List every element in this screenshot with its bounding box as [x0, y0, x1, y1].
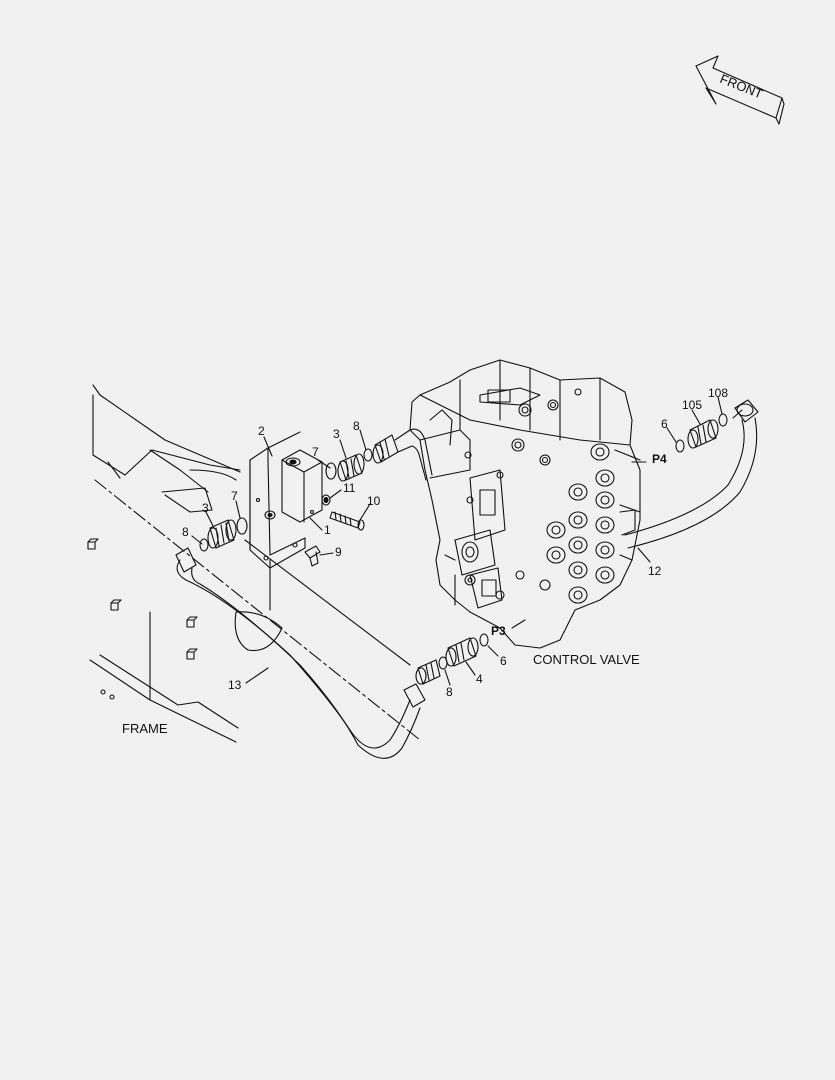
part-label-2: 2 [258, 424, 265, 438]
part-label-8: 8 [182, 525, 189, 539]
fitting-105 [687, 419, 719, 449]
control-valve [409, 359, 641, 649]
oring-7-left [236, 517, 248, 535]
hose-end-upper [372, 428, 433, 481]
frame-caption: FRAME [122, 721, 168, 736]
port-label-p4: P4 [652, 452, 667, 466]
hose-12 [624, 399, 759, 549]
part-label-9: 9 [335, 545, 342, 559]
part-label-6: 6 [500, 654, 507, 668]
bolt-10 [329, 511, 365, 531]
fitting-3-upper [337, 453, 365, 482]
part-label-7: 7 [231, 489, 238, 503]
oring-8-upper [363, 448, 373, 462]
leader-lines [191, 396, 723, 686]
bolt-icon [87, 538, 99, 550]
hose-13 [175, 547, 426, 759]
frame-structure [87, 384, 421, 743]
part-label-108: 108 [708, 386, 728, 400]
part-label-4: 4 [476, 672, 483, 686]
oring-6-lower [479, 633, 489, 647]
bolt-icon [110, 599, 122, 611]
hose-end-lower [415, 659, 441, 685]
part-label-11: 11 [343, 481, 356, 495]
oring-108 [718, 413, 728, 427]
part-label-6: 6 [661, 417, 668, 431]
control-valve-caption: CONTROL VALVE [533, 652, 640, 667]
part-label-12: 12 [648, 564, 662, 578]
bolt-9 [304, 545, 321, 567]
fitting-3-left [207, 519, 237, 549]
front-arrow-icon [695, 55, 785, 125]
oring-8-left [199, 538, 209, 552]
front-label: FRONT [718, 71, 765, 102]
port-label-p3: P3 [491, 624, 506, 638]
washer-11 [321, 494, 331, 506]
bolt-icon [186, 616, 198, 628]
part-label-1: 1 [324, 523, 331, 537]
part-label-8: 8 [353, 419, 360, 433]
part-label-3: 3 [202, 501, 209, 515]
bracket-assembly [249, 431, 323, 569]
spool-caps [546, 443, 615, 604]
bolt-icon [186, 648, 198, 660]
part-label-13: 13 [228, 678, 242, 692]
oring-7-upper [325, 462, 337, 480]
part-label-105: 105 [682, 398, 702, 412]
part-label-3: 3 [333, 427, 340, 441]
part-label-7: 7 [312, 445, 319, 459]
part-label-10: 10 [367, 494, 381, 508]
oring-6-right [675, 439, 685, 453]
part-label-8: 8 [446, 685, 453, 699]
fitting-4 [445, 637, 479, 667]
